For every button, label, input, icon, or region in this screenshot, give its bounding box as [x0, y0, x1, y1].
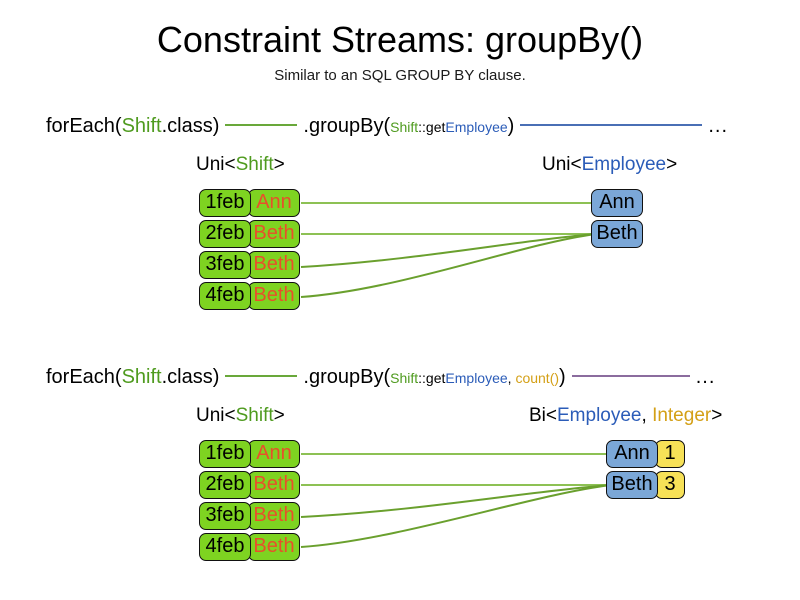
foreach-keyword: forEach( — [46, 366, 122, 388]
shift-date-cell: 2feb — [199, 471, 251, 499]
left-type-suffix: > — [273, 154, 285, 175]
shift-date-cell: 1feb — [199, 189, 251, 217]
section1-ellipsis: ... — [708, 115, 729, 137]
right-type-suffix: > — [666, 154, 678, 175]
shift-date-cell: 4feb — [199, 533, 251, 561]
foreach-shift-type: Shift — [121, 366, 162, 388]
left-type-prefix: Uni< — [196, 405, 236, 426]
shift-tuple[interactable]: 3feb Beth — [199, 251, 300, 279]
groupby-arg-comma: , — [507, 370, 516, 386]
page-title: Constraint Streams: groupBy() — [156, 19, 644, 60]
groupby-arg-count: count() — [515, 370, 560, 386]
right-type-generic-integer: Integer — [652, 405, 712, 426]
wire-foreach-to-groupby — [225, 123, 298, 126]
right-type-comma: , — [641, 405, 653, 426]
shift-date-cell: 4feb — [199, 282, 251, 310]
shift-employee-cell: Beth — [248, 251, 300, 279]
right-type-prefix: Bi< — [529, 405, 557, 426]
groupby-arg-employee: Employee — [445, 119, 508, 135]
employee-name-cell: Beth — [606, 471, 658, 499]
groupby-arg-separator: ::get — [418, 119, 446, 135]
shift-employee-cell: Beth — [248, 282, 300, 310]
count-value-cell: 3 — [655, 471, 685, 499]
wires-section-1 — [300, 202, 597, 298]
groupby-arg-separator: ::get — [418, 370, 446, 386]
shift-tuple[interactable]: 4feb Beth — [199, 533, 300, 561]
shift-employee-cell: Beth — [248, 471, 300, 499]
shift-tuple[interactable]: 2feb Beth — [199, 471, 300, 499]
shift-employee-cell: Beth — [248, 533, 300, 561]
shift-date-cell: 1feb — [199, 440, 251, 468]
shift-tuple[interactable]: 1feb Ann — [199, 189, 300, 217]
right-type-suffix: > — [711, 405, 723, 426]
groupby-close-paren: ) — [507, 115, 515, 137]
wire-groupby-to-ellipsis — [520, 123, 703, 126]
right-type-generic: Employee — [581, 154, 667, 175]
group-tuple[interactable]: Beth 3 — [606, 471, 685, 499]
shift-date-cell: 3feb — [199, 502, 251, 530]
section2-right-type-label: Bi<Employee, Integer> — [529, 404, 722, 427]
wire-3feb-to-beth-count — [300, 484, 612, 518]
employee-name-cell: Ann — [606, 440, 658, 468]
left-type-generic: Shift — [235, 154, 274, 175]
right-type-prefix: Uni< — [542, 154, 582, 175]
groupby-arg-shift: Shift — [390, 119, 419, 135]
employee-name-cell: Beth — [591, 220, 643, 248]
shift-employee-cell: Ann — [248, 440, 300, 468]
left-type-prefix: Uni< — [196, 154, 236, 175]
foreach-shift-type: Shift — [121, 115, 162, 137]
left-type-suffix: > — [273, 405, 285, 426]
shift-tuple[interactable]: 2feb Beth — [199, 220, 300, 248]
group-tuple[interactable]: Ann 1 — [606, 440, 685, 468]
wires-section-2 — [300, 453, 612, 548]
section1-code-line: forEach(Shift.class).groupBy(Shift::getE… — [46, 114, 728, 139]
groupby-keyword: .groupBy( — [303, 115, 391, 137]
section1-right-type-label: Uni<Employee> — [542, 153, 677, 176]
foreach-dotclass: .class) — [161, 115, 220, 137]
shift-date-cell: 3feb — [199, 251, 251, 279]
section2-ellipsis: ... — [695, 366, 716, 388]
section2-left-type-label: Uni<Shift> — [196, 404, 285, 427]
shift-employee-cell: Beth — [248, 502, 300, 530]
shift-tuple[interactable]: 3feb Beth — [199, 502, 300, 530]
shift-date-cell: 2feb — [199, 220, 251, 248]
section1-left-type-label: Uni<Shift> — [196, 153, 285, 176]
shift-tuple[interactable]: 1feb Ann — [199, 440, 300, 468]
right-type-generic-employee: Employee — [557, 405, 642, 426]
count-value-cell: 1 — [655, 440, 685, 468]
left-type-generic: Shift — [235, 405, 274, 426]
employee-tuple[interactable]: Beth — [591, 220, 643, 248]
groupby-close-paren: ) — [559, 366, 566, 388]
wire-groupby-to-ellipsis — [571, 374, 690, 377]
foreach-dotclass: .class) — [161, 366, 220, 388]
groupby-keyword: .groupBy( — [303, 366, 391, 388]
wire-4feb-to-beth — [300, 233, 597, 298]
groupby-arg-shift: Shift — [390, 370, 419, 386]
shift-employee-cell: Ann — [248, 189, 300, 217]
employee-tuple[interactable]: Ann — [591, 189, 643, 217]
shift-employee-cell: Beth — [248, 220, 300, 248]
foreach-keyword: forEach( — [46, 115, 122, 137]
groupby-arg-employee: Employee — [445, 370, 508, 386]
wire-foreach-to-groupby — [225, 374, 298, 377]
wire-3feb-to-beth — [300, 233, 597, 268]
wire-4feb-to-beth-count — [300, 484, 612, 548]
page-subtitle: Similar to an SQL GROUP BY clause. — [274, 67, 526, 84]
shift-tuple[interactable]: 4feb Beth — [199, 282, 300, 310]
section2-code-line: forEach(Shift.class).groupBy(Shift::getE… — [46, 365, 715, 390]
employee-name-cell: Ann — [591, 189, 643, 217]
